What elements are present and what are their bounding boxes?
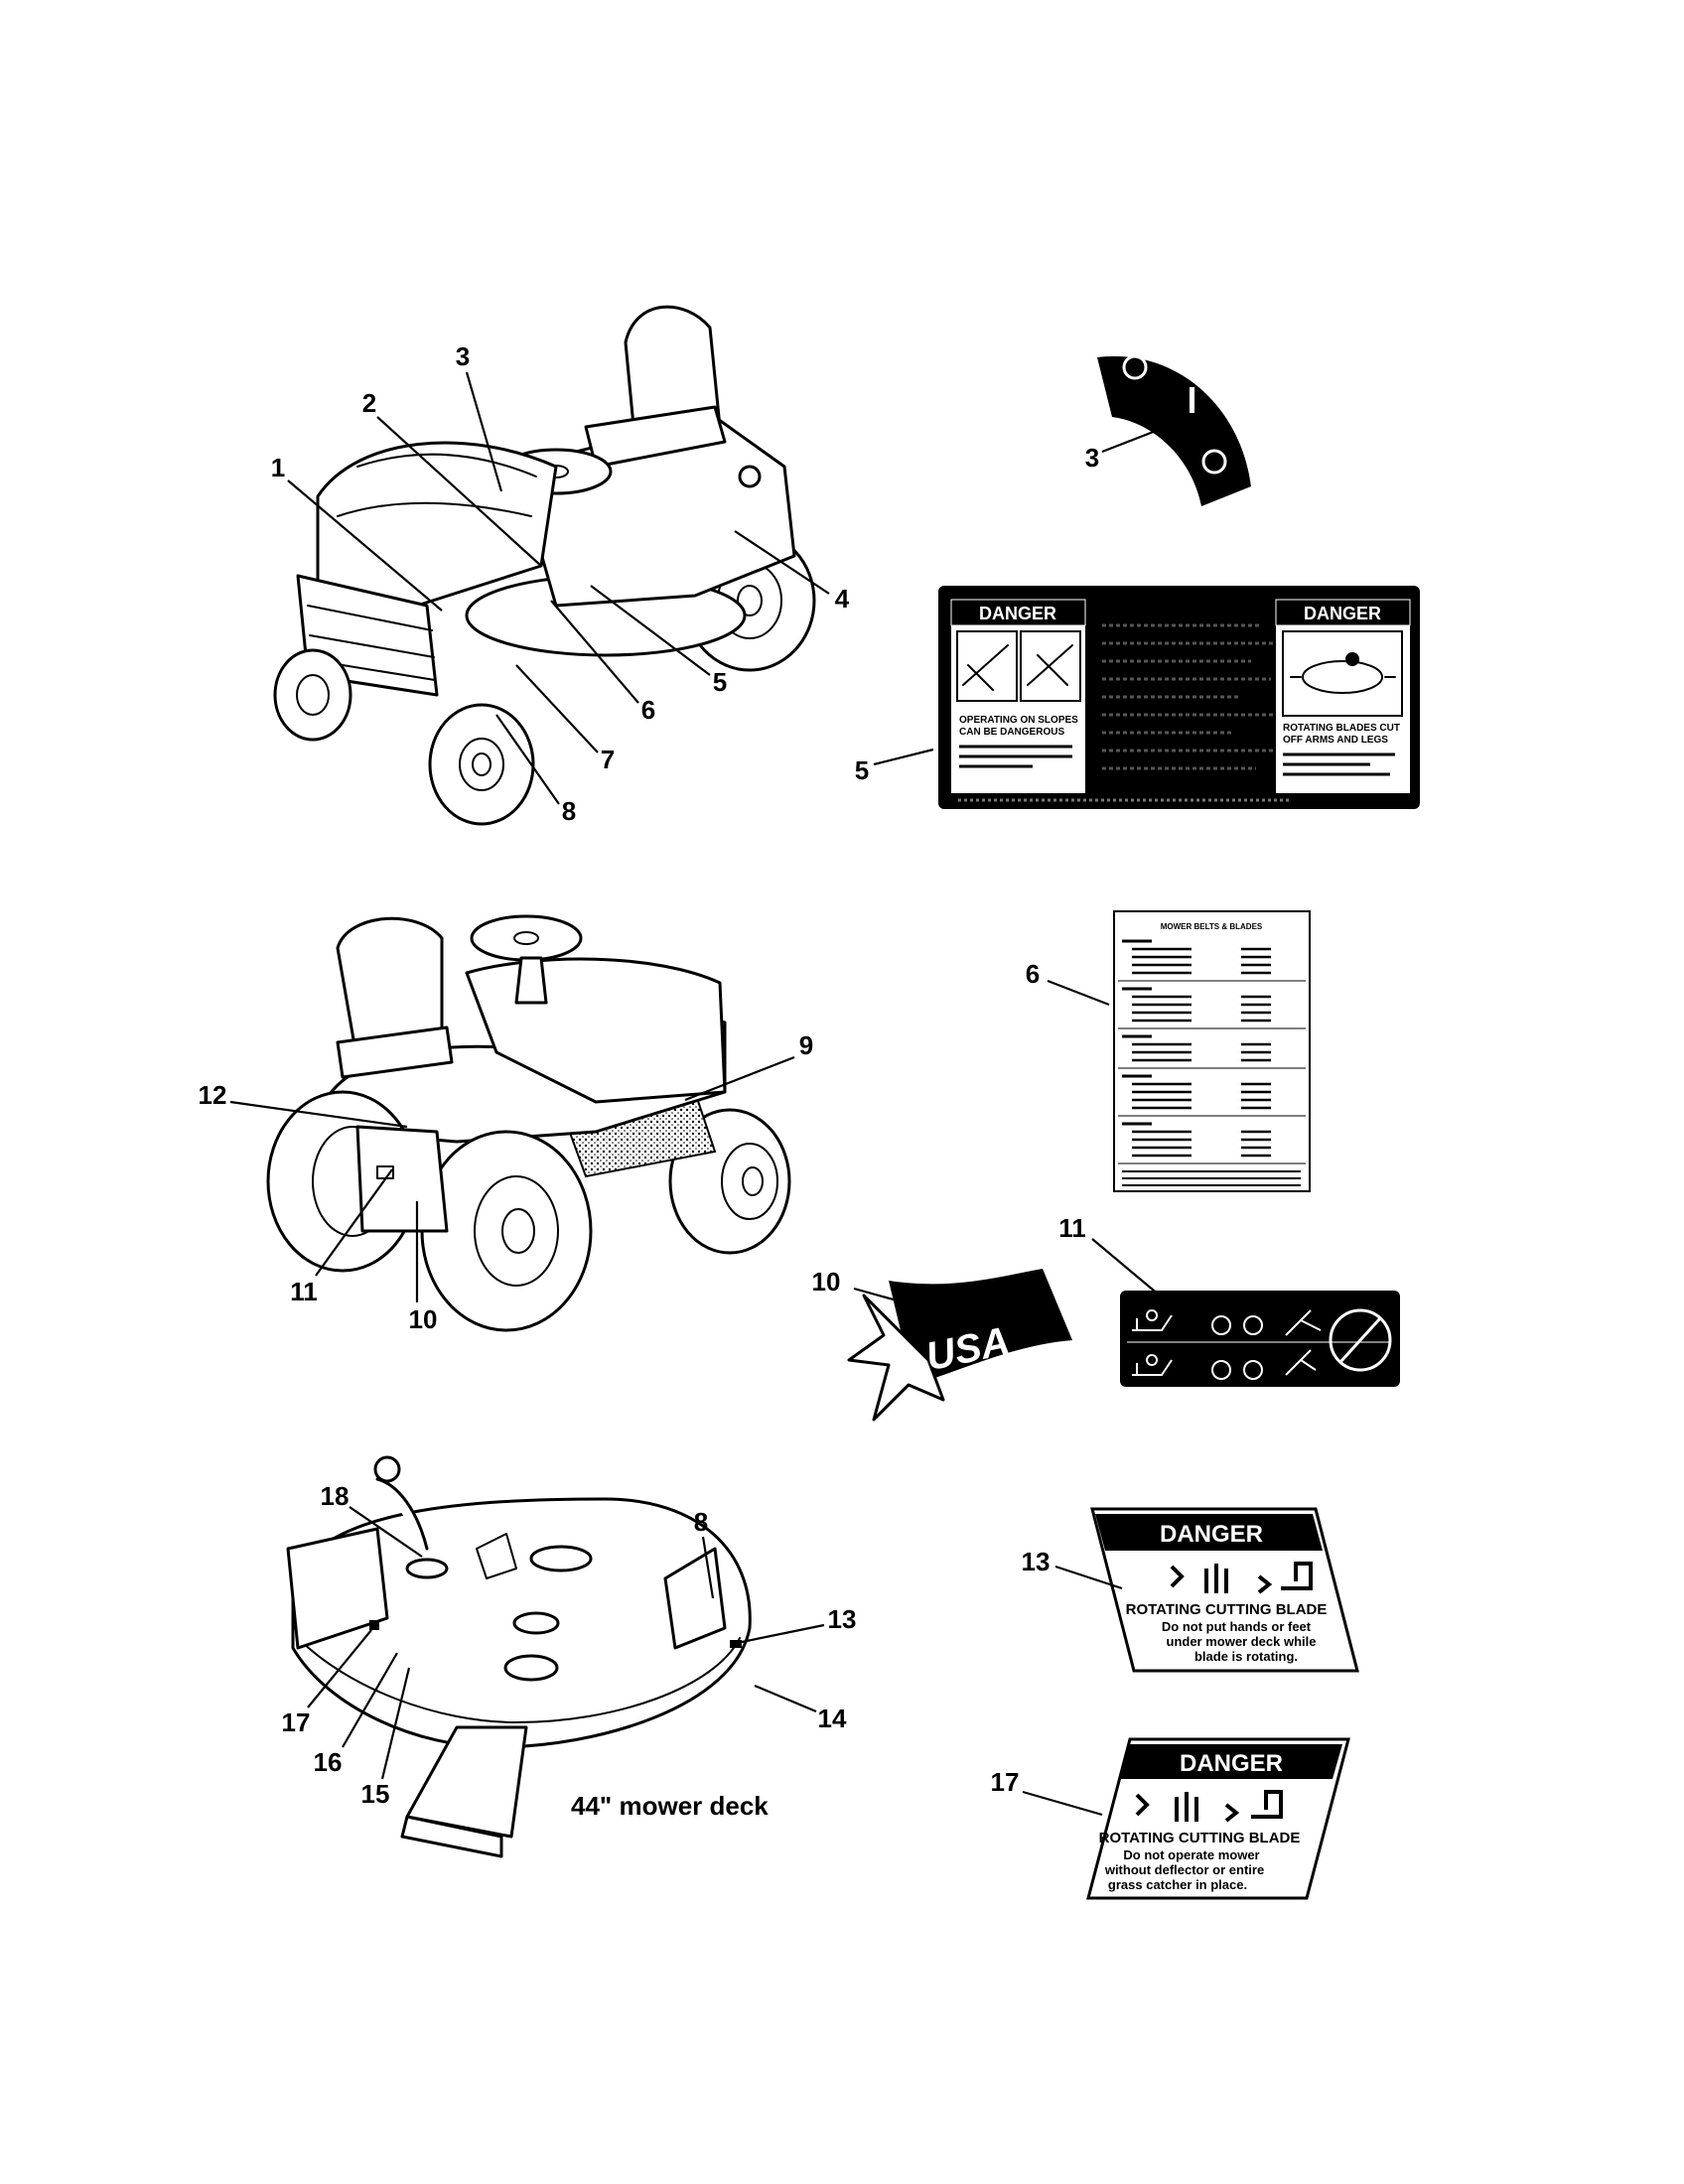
callout-9: 9 bbox=[799, 1030, 813, 1060]
ignition-decal bbox=[1097, 354, 1251, 506]
decal-17-header: DANGER bbox=[1180, 1750, 1283, 1777]
deck-caption: 44" mower deck bbox=[571, 1791, 769, 1821]
callout-15: 15 bbox=[361, 1779, 390, 1809]
callout-16: 16 bbox=[314, 1747, 343, 1777]
decal-5-right-text-1: ROTATING BLADES CUT bbox=[1283, 723, 1400, 734]
callout-1: 1 bbox=[271, 453, 285, 482]
callout-6: 6 bbox=[641, 695, 655, 725]
callout-11: 11 bbox=[290, 1277, 318, 1306]
decal-5-left-text-2: CAN BE DANGEROUS bbox=[959, 727, 1064, 738]
callout-10-decal: 10 bbox=[812, 1267, 841, 1297]
decal-5-left-header: DANGER bbox=[979, 604, 1056, 623]
leader-5b bbox=[873, 748, 934, 766]
leader-17b bbox=[1022, 1790, 1103, 1817]
leader-lines-front bbox=[287, 371, 830, 805]
callout-17-decal: 17 bbox=[991, 1767, 1020, 1797]
callout-3-decal: 3 bbox=[1085, 443, 1099, 473]
decal-13-line-1: Do not put hands or feet bbox=[1162, 1619, 1312, 1634]
leader-11b bbox=[1091, 1238, 1161, 1297]
callout-8-deck: 8 bbox=[694, 1507, 708, 1537]
decal-13-line-3: blade is rotating. bbox=[1194, 1649, 1298, 1664]
decal-13-line-2: under mower deck while bbox=[1167, 1634, 1317, 1649]
leader-3b bbox=[1101, 417, 1188, 454]
callout-14: 14 bbox=[818, 1704, 847, 1733]
decal-13-header: DANGER bbox=[1160, 1521, 1263, 1548]
callout-3: 3 bbox=[456, 341, 470, 371]
decal-13-title: ROTATING CUTTING BLADE bbox=[1126, 1601, 1328, 1618]
decal-17-line-2: without deflector or entire bbox=[1104, 1862, 1264, 1877]
callout-5-decal: 5 bbox=[855, 755, 869, 785]
callout-5: 5 bbox=[713, 667, 727, 697]
leader-lines-deck bbox=[307, 1506, 825, 1780]
belts-blades-decal-6: MOWER BELTS & BLADES bbox=[1113, 910, 1311, 1192]
usa-decal-10: USA bbox=[847, 1269, 1072, 1422]
callout-18: 18 bbox=[321, 1481, 350, 1511]
decal-5-right-text-2: OFF ARMS AND LEGS bbox=[1283, 735, 1388, 746]
decal-5-right-header: DANGER bbox=[1304, 604, 1381, 623]
mower-deck bbox=[286, 1455, 752, 1858]
callout-4: 4 bbox=[835, 584, 850, 614]
callout-11-decal: 11 bbox=[1058, 1213, 1086, 1243]
danger-decal-13: DANGER ROTATING CUTTING BLADE Do not put… bbox=[1090, 1507, 1359, 1673]
danger-decal-5: DANGER OPERATING ON SLOPES CAN BE DANGER… bbox=[938, 586, 1420, 809]
decal-11 bbox=[1120, 1291, 1400, 1387]
decal-5-left-text-1: OPERATING ON SLOPES bbox=[959, 715, 1078, 726]
leader-13b bbox=[1054, 1565, 1123, 1590]
decal-6-title: MOWER BELTS & BLADES bbox=[1161, 922, 1263, 931]
callout-13-deck: 13 bbox=[828, 1604, 857, 1634]
leader-6b bbox=[1047, 979, 1110, 1007]
callout-10: 10 bbox=[409, 1304, 438, 1334]
callout-7: 7 bbox=[601, 745, 615, 774]
decal-17-line-1: Do not operate mower bbox=[1123, 1847, 1259, 1862]
callout-2: 2 bbox=[362, 388, 376, 418]
decal-17-line-3: grass catcher in place. bbox=[1108, 1877, 1247, 1892]
tractor-rear-view bbox=[266, 914, 791, 1332]
callout-6-decal: 6 bbox=[1026, 959, 1040, 989]
leader-lines-rear bbox=[229, 1055, 795, 1302]
danger-decal-17: DANGER ROTATING CUTTING BLADE Do not ope… bbox=[1086, 1737, 1350, 1900]
decal-17-title: ROTATING CUTTING BLADE bbox=[1099, 1830, 1301, 1846]
callout-12: 12 bbox=[199, 1080, 227, 1110]
decal-6-rows bbox=[1118, 939, 1306, 1186]
callout-labels: 1 2 3 4 5 6 7 8 3 5 6 9 12 11 10 10 11 1… bbox=[199, 341, 1100, 1809]
callout-13-decal: 13 bbox=[1022, 1547, 1051, 1576]
callout-8: 8 bbox=[562, 796, 576, 826]
leader-10b bbox=[853, 1287, 962, 1320]
callout-17-deck: 17 bbox=[282, 1707, 311, 1737]
tractor-front-view bbox=[273, 305, 816, 826]
